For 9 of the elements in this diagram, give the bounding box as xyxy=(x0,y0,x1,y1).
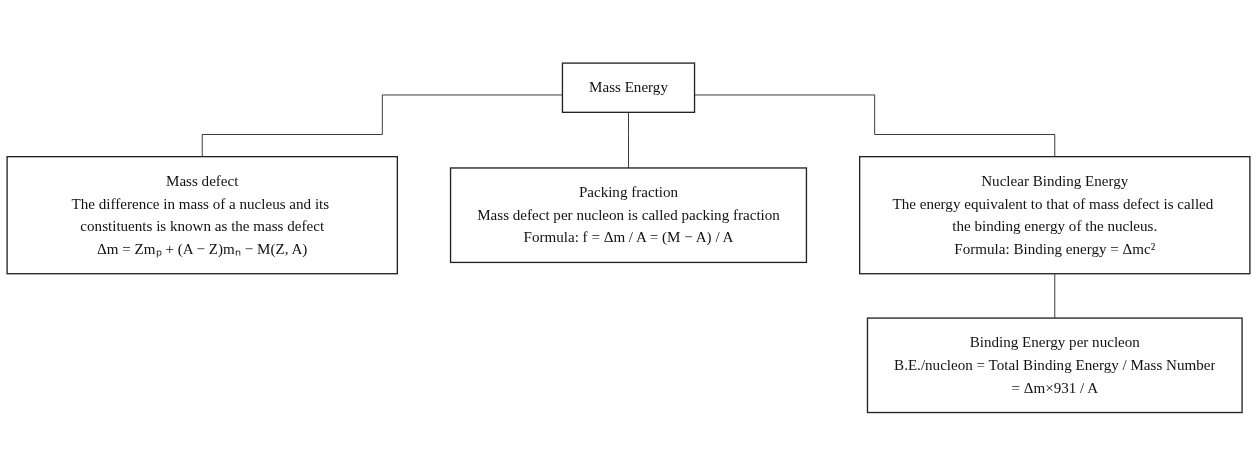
node-box: Nuclear Binding Energy The energy equivalent to that of mass defect is called the binding energy of the nucleus. Formula: Binding energy = Δmc² xyxy=(859,156,1251,275)
node-box: Binding Energy per nucleon B.E./nucleon = Total Binding Energy / Mass Number = Δm×931 / A xyxy=(866,317,1243,414)
connector xyxy=(694,94,1056,158)
node-box: Mass defect The difference in mass of a nucleus and its constituents is known as the mass defect Δm = Zmₚ + (A − Z)mₙ − M(Z, A) xyxy=(6,156,398,275)
connector xyxy=(1054,273,1056,319)
connector xyxy=(201,94,563,158)
node-box: Mass Energy xyxy=(561,62,696,114)
node-box: Packing fraction Mass defect per nucleon is called packing fraction Formula: f = Δm / A = (M − A) / A xyxy=(449,167,808,264)
connector xyxy=(628,112,629,169)
